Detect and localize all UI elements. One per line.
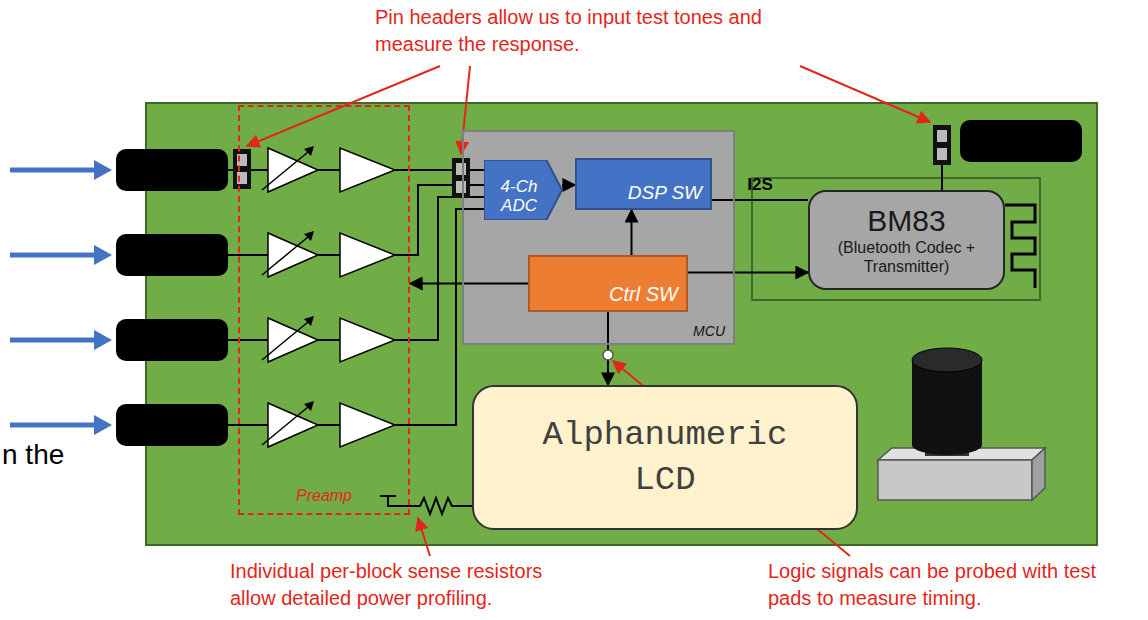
connector xyxy=(712,199,808,201)
pcb-antenna xyxy=(1005,205,1035,288)
control-block: Ctrl SW xyxy=(528,255,688,312)
input-arrow xyxy=(10,253,96,258)
signal-name: I2S xyxy=(747,175,773,195)
input-jack xyxy=(116,319,228,361)
block-title: MCU xyxy=(693,323,725,339)
mcu-fill xyxy=(462,130,735,345)
adc-outline xyxy=(484,160,562,220)
gain-arrowhead xyxy=(304,231,314,241)
lcd-display: Alphanumeric LCD xyxy=(472,385,858,530)
connector xyxy=(607,312,609,385)
block-title: Ctrl SW xyxy=(609,283,678,306)
fixed-gain-amp xyxy=(340,403,395,447)
pin xyxy=(456,181,466,193)
rotary-encoder xyxy=(878,348,1045,500)
input-arrow xyxy=(10,338,96,343)
block-subtitle: (Bluetooth Codec + Transmitter) xyxy=(832,238,982,276)
gain-arrowhead xyxy=(304,146,314,156)
leader-line xyxy=(800,66,930,122)
input-jack xyxy=(116,234,228,276)
test-pad xyxy=(603,350,613,360)
pin-header xyxy=(933,125,951,165)
block-title: 4-Ch ADC xyxy=(484,177,554,216)
wire xyxy=(941,165,943,190)
gain-arrow xyxy=(262,322,308,360)
block-title: Alphanumeric LCD xyxy=(514,413,816,501)
adc-block: 4-Ch ADC xyxy=(484,160,562,220)
leader-line xyxy=(418,518,430,556)
block-title: Preamp xyxy=(296,487,352,505)
gain-arrowhead xyxy=(304,401,314,411)
input-jack xyxy=(116,404,228,446)
pin-header xyxy=(233,149,251,189)
connector xyxy=(631,210,633,255)
input-arrowhead xyxy=(94,245,112,265)
gain-arrow xyxy=(262,237,308,275)
sense-resistor xyxy=(380,496,472,514)
output-jack xyxy=(960,120,1082,162)
input-arrows xyxy=(10,149,228,446)
preamp-group: Preamp xyxy=(238,105,410,515)
input-arrow xyxy=(10,423,96,428)
input-jack xyxy=(116,149,228,191)
block-title: BM83 xyxy=(867,204,945,239)
fixed-gain-amp xyxy=(340,318,395,362)
fixed-gain-amp xyxy=(340,148,395,192)
callout-note: Logic signals can be probed with test pa… xyxy=(768,558,1140,612)
gain-arrow xyxy=(262,152,308,190)
connector xyxy=(562,184,575,186)
mcu-box: MCU 4-Ch ADC DSP SW Ctrl SW xyxy=(462,130,735,345)
input-arrow xyxy=(10,168,96,173)
slide-text-fragment: n the xyxy=(2,436,92,474)
fixed-gain-amp xyxy=(340,233,395,277)
pin-header xyxy=(452,158,470,198)
bluetooth-module: BM83(Bluetooth Codec + Transmitter) xyxy=(808,190,1005,290)
module-board xyxy=(752,178,1040,300)
connector xyxy=(410,283,528,285)
gain-arrowhead xyxy=(304,316,314,326)
callout-note: Individual per-block sense resistors all… xyxy=(230,558,570,612)
block-title: DSP SW xyxy=(628,182,702,204)
amplifiers xyxy=(233,146,395,447)
pin xyxy=(937,130,947,142)
connector xyxy=(688,272,808,274)
gain-arrow xyxy=(262,407,308,445)
input-arrowhead xyxy=(94,160,112,180)
pin xyxy=(937,148,947,160)
pin xyxy=(456,163,466,175)
input-arrowhead xyxy=(94,415,112,435)
input-arrowhead xyxy=(94,330,112,350)
callout-note: Pin headers allow us to input test tones… xyxy=(375,4,805,58)
dsp-block: DSP SW xyxy=(575,158,712,210)
pcb-board xyxy=(146,103,1097,545)
